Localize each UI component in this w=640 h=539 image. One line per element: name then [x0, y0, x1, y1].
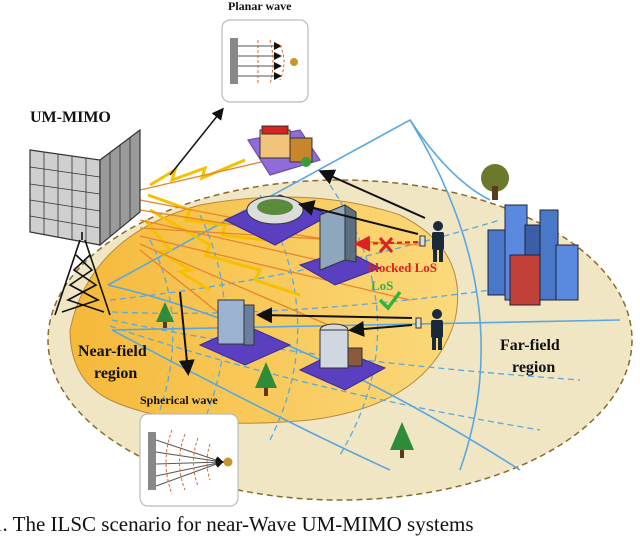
near-field-label-2: region — [94, 365, 137, 382]
tree-icon-3 — [390, 422, 414, 458]
check-icon — [378, 290, 402, 311]
phone-icon-2 — [415, 317, 422, 329]
spherical-wave-panel — [139, 413, 239, 507]
building-icon-round — [298, 323, 387, 391]
skyscraper-icon — [298, 204, 382, 286]
tree-icon-1 — [156, 302, 174, 328]
point-source-icon-2 — [223, 457, 233, 467]
near-field-label-1: Near-field — [78, 343, 147, 360]
tree-icon-2 — [255, 362, 277, 396]
planar-wave-panel — [221, 19, 309, 103]
person-icon — [432, 221, 444, 262]
lightning-beam-icon — [143, 158, 301, 297]
city-icon — [487, 204, 579, 306]
point-source-icon — [290, 58, 298, 66]
beam-grid — [107, 118, 621, 471]
figure-caption: 1. The ILSC scenario for near-Wave UM-MI… — [0, 514, 474, 536]
far-field-label-1: Far-field — [500, 337, 560, 354]
los-label: LoS — [371, 278, 393, 293]
tree-icon — [481, 164, 509, 200]
planar-wave-label: Planar wave — [228, 0, 292, 13]
spherical-wave-label: Spherical wave — [140, 393, 218, 407]
blocked-los-label: blocked LoS — [368, 260, 437, 275]
link-arrows — [178, 169, 426, 376]
blocked-los-arrow — [354, 235, 419, 252]
building-icon-office — [198, 299, 292, 366]
antenna-array-icon — [29, 128, 141, 247]
tower-icon — [54, 232, 111, 316]
building-icon — [247, 125, 321, 176]
far-field-label-2: region — [512, 359, 555, 376]
cross-icon — [378, 237, 394, 253]
planar-wave-arrow — [169, 107, 224, 176]
person-icon-2 — [431, 309, 443, 350]
um-mimo-label: UM-MIMO — [30, 109, 111, 126]
phone-icon — [419, 235, 426, 247]
